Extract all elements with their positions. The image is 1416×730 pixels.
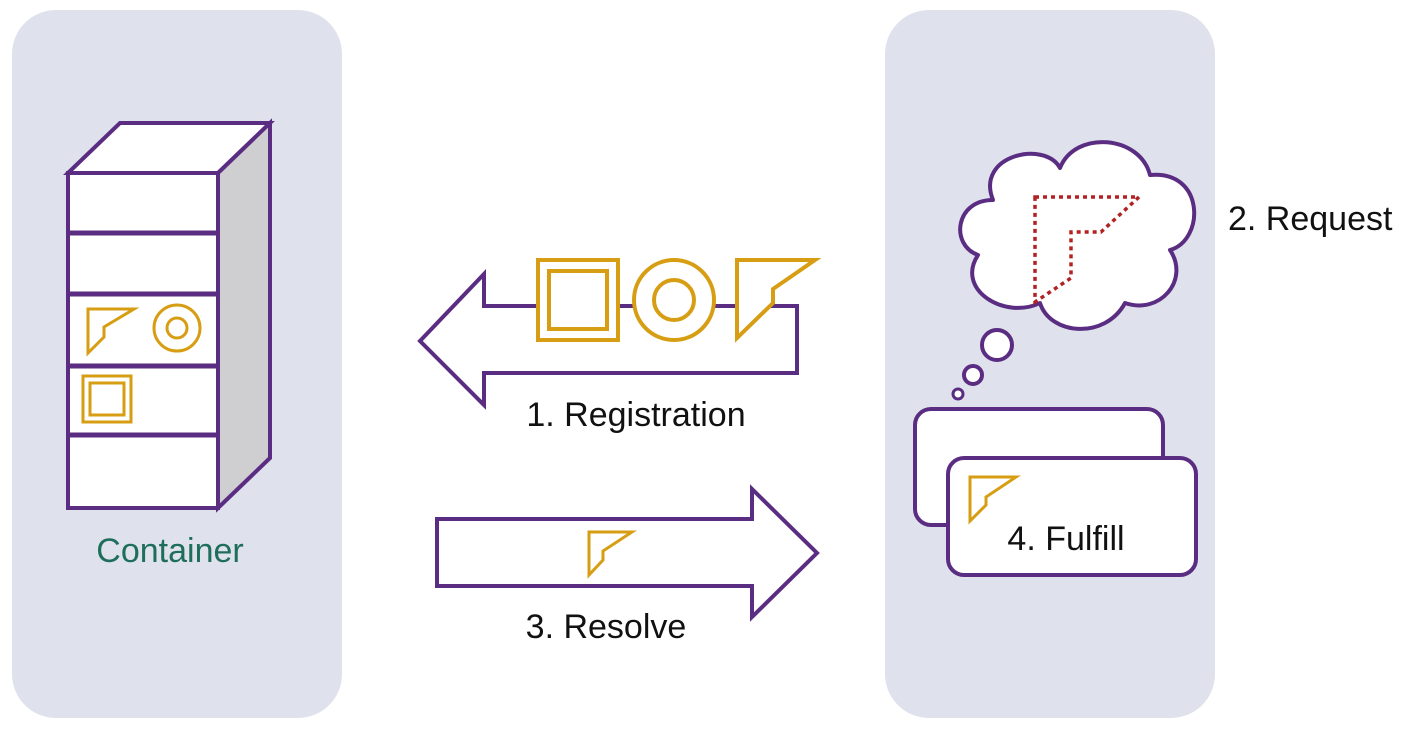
- registration-shapes: [536, 258, 822, 343]
- thought-bubble-medium: [962, 364, 984, 386]
- cabinet-front: [66, 171, 220, 510]
- circle-icon-inner: [165, 316, 189, 340]
- stored-shapes: [81, 303, 202, 424]
- square-icon-inner: [88, 381, 126, 417]
- registration-label: 1. Registration: [526, 396, 745, 434]
- corner-icon: [86, 307, 140, 357]
- thought-bubble-small: [951, 387, 965, 401]
- cabinet-side: [216, 118, 272, 513]
- request-label: 2. Request: [1228, 200, 1393, 238]
- container-label: Container: [96, 532, 243, 570]
- resolve-label: 3. Resolve: [526, 608, 687, 646]
- square-icon: [536, 258, 620, 342]
- consumer-panel: [885, 10, 1215, 718]
- consumer-cards: [913, 407, 1198, 577]
- resolve-arrow: [435, 484, 820, 622]
- container-cabinet-icon: [63, 118, 275, 513]
- thought-bubble-large: [980, 328, 1014, 362]
- thought-cloud-icon: [951, 140, 1197, 401]
- circle-icon: [632, 258, 716, 342]
- dotted-corner-icon: [1033, 195, 1144, 306]
- corner-icon: [587, 530, 638, 579]
- corner-icon: [735, 258, 822, 343]
- fulfill-label: 4. Fulfill: [1007, 520, 1124, 558]
- corner-icon: [968, 475, 1021, 525]
- square-icon: [81, 374, 133, 424]
- front-card: [946, 456, 1198, 577]
- circle-icon: [152, 303, 202, 353]
